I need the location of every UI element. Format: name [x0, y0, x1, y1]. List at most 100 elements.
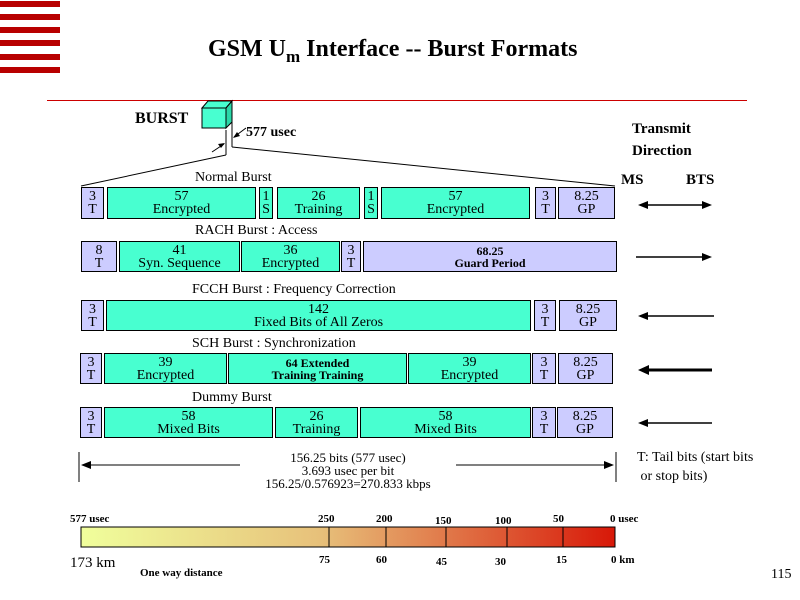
field-text: 3	[347, 242, 355, 258]
field-text: T	[86, 367, 96, 383]
logo-stripe	[0, 40, 60, 46]
field-text: 3	[87, 354, 95, 370]
burst-duration: 577 usec	[246, 125, 297, 140]
field-text: 68.25	[476, 243, 504, 258]
scale-usec-label: 250	[318, 513, 335, 525]
field-text: Training Training	[271, 367, 364, 382]
field-text: 3	[89, 189, 96, 204]
field-text: T	[540, 314, 550, 330]
scale-km-label: 0 km	[611, 554, 635, 566]
field-text: 58	[438, 408, 453, 424]
field-text: 8	[95, 242, 103, 258]
field-text: T	[539, 421, 549, 437]
scale-usec-label: 577 usec	[70, 513, 110, 525]
bts-label: BTS	[686, 172, 715, 188]
tail-note: T: Tail bits (start bits	[637, 450, 754, 465]
field-text: T	[94, 255, 104, 271]
page-number: 115	[771, 567, 792, 582]
scale-usec-label: 150	[435, 515, 452, 527]
field-text: T	[88, 314, 97, 330]
field-text: 57	[448, 189, 463, 204]
summary-bits: 156.25 bits (577 usec)	[290, 450, 406, 465]
field-text: Mixed Bits	[157, 421, 220, 437]
title-main: GSM U	[208, 36, 286, 62]
field-text: 8.25	[572, 408, 598, 424]
field-text: 3	[89, 301, 96, 317]
distance-scale-bar	[80, 526, 616, 548]
field-text: T	[539, 367, 549, 383]
ms-label: MS	[621, 172, 644, 188]
scale-km-label: 75	[319, 554, 330, 566]
field-text: Encrypted	[440, 367, 499, 383]
scale-km-label: 30	[495, 556, 506, 568]
title-subscript: m	[286, 46, 301, 66]
scale-usec-label: 100	[495, 515, 512, 527]
scale-caption: One way distance	[140, 567, 223, 579]
field-text: T	[88, 202, 97, 217]
field-text: 3	[542, 189, 549, 204]
scale-usec-label: 0 usec	[610, 513, 639, 525]
transmit-label: Transmit	[632, 121, 691, 137]
burst-title: Dummy Burst	[192, 390, 272, 405]
summary-bitrate: 156.25/0.576923=270.833 kbps	[265, 476, 431, 491]
field-text: Fixed Bits of All Zeros	[253, 314, 384, 330]
field-text: S	[262, 202, 270, 217]
field-text: GP	[576, 367, 595, 383]
scale-km-label: 60	[376, 554, 387, 566]
field-text: 142	[308, 301, 329, 317]
field-text: 1	[367, 189, 375, 204]
field-text: 57	[174, 189, 189, 204]
logo-stripe	[0, 14, 60, 20]
field-text: 3	[87, 408, 95, 424]
field-text: 58	[181, 408, 196, 424]
field-text: 41	[172, 242, 187, 258]
field-text: GP	[579, 314, 597, 330]
field-text: GP	[577, 202, 596, 217]
logo-stripe	[0, 54, 60, 60]
field-text: 36	[283, 242, 298, 258]
field-text: 3	[541, 301, 549, 317]
field-text: T	[86, 421, 96, 437]
scale-km-label: 15	[556, 554, 567, 566]
title-rule	[47, 100, 747, 101]
field-text: 8.25	[574, 189, 599, 204]
field-text: 26	[309, 408, 324, 424]
burst-title: Normal Burst	[195, 170, 272, 185]
field-text: 39	[158, 354, 173, 370]
field-text: 39	[462, 354, 477, 370]
field-text: Encrypted	[261, 255, 320, 271]
field-text: 3	[540, 408, 548, 424]
field-text: Mixed Bits	[414, 421, 477, 437]
field-text: S	[367, 202, 375, 217]
logo-stripe	[0, 67, 60, 73]
scale-usec-label: 200	[376, 513, 393, 525]
field-text: 8.25	[575, 301, 601, 317]
burst-title: SCH Burst : Synchronization	[192, 336, 356, 351]
logo-stripe	[0, 27, 60, 33]
burst-label: BURST	[135, 110, 189, 127]
burst-summary: 156.25 bits (577 usec) 3.693 usec per bi…	[240, 451, 456, 490]
logo-stripe	[0, 1, 60, 7]
field-text: Encrypted	[426, 202, 485, 217]
